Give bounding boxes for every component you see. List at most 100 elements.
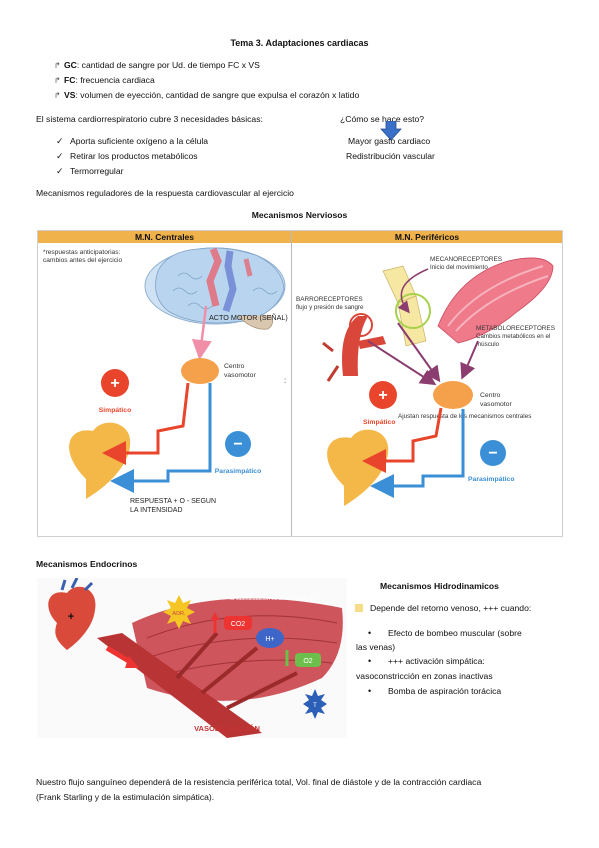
centro-label-line1: Centro	[224, 363, 245, 370]
bullet-icon: •	[368, 656, 372, 666]
centro-vasomotor-node	[181, 358, 219, 384]
baro-line2: flujo y presión de sangre	[296, 304, 364, 311]
arrow-bullet-icon: ↱	[54, 91, 61, 100]
svg-text:+: +	[68, 611, 74, 623]
square-bullet-icon	[355, 604, 363, 612]
parasympathetic-path	[110, 383, 212, 493]
centro-vasomotor-node	[433, 381, 473, 409]
page-title: Tema 3. Adaptaciones cardiacas	[230, 38, 369, 48]
artery-shape	[97, 633, 262, 738]
how-question: ¿Cómo se hace esto?	[340, 114, 425, 124]
svg-text:O2: O2	[303, 658, 312, 665]
nervous-heading: Mecanismos Nerviosos	[251, 210, 348, 220]
respuesta-line1: RESPUESTA + O - SEGUN	[130, 498, 216, 505]
svg-text:H+: H+	[265, 636, 274, 643]
endocrine-figure: + la vasodilatación es el resultado de: …	[37, 578, 347, 738]
hydro-item: •Efecto de bombeo muscular (sobre	[368, 628, 522, 638]
bullet-icon: •	[368, 628, 372, 638]
arrow-bullet-icon: ↱	[54, 76, 61, 85]
muscle-illustration	[437, 257, 554, 344]
brain-illustration	[144, 247, 286, 330]
hydro-intro: Depende del retorno venoso, +++ cuando:	[355, 603, 531, 613]
mecano-line1: MECANORECEPTORES	[430, 256, 502, 263]
nervous-diagram: *respuestas anticipatorias: cambios ante…	[43, 247, 555, 514]
plus-icon	[369, 381, 397, 409]
bullet-icon: •	[368, 686, 372, 696]
check-icon: ✓	[56, 166, 64, 176]
endo-caption: la vasodilatación es el resultado de:	[230, 596, 315, 602]
psimpatico-label: Simpático	[363, 419, 395, 426]
column-divider	[291, 231, 292, 536]
hydro-item-cont: vasoconstricción en zonas inactivas	[356, 671, 493, 681]
central-note-line2: cambios antes del ejercicio	[43, 257, 122, 264]
sympathetic-path	[362, 407, 443, 473]
receptor-arrow	[397, 268, 429, 314]
co2-badge	[224, 616, 252, 630]
central-note-line1: *respuestas anticipatorias:	[43, 249, 121, 256]
svg-text:T: T	[313, 703, 317, 709]
answer-item: Redistribución vascular	[346, 151, 435, 161]
adr-label: ADR.	[172, 611, 186, 617]
svg-text:−: −	[233, 436, 242, 453]
simpatico-label: Simpático	[99, 407, 131, 414]
check-icon: ✓	[56, 151, 64, 161]
vasodilatacion-label: VASODILATACIÓN	[194, 724, 260, 733]
need-item: ✓Termorregular	[56, 166, 124, 176]
sympathetic-path	[102, 382, 190, 465]
need-item: ✓Retirar los productos metabólicos	[56, 151, 198, 161]
definition-vs: ↱VS: volumen de eyección, cantidad de sa…	[54, 90, 360, 100]
colon-mark: :	[284, 376, 286, 385]
minus-icon	[480, 440, 506, 466]
definition-gc: ↱GC: cantidad de sangre por Ud. de tiemp…	[54, 60, 260, 70]
heart-icon	[327, 429, 389, 506]
respuesta-line2: LA INTENSIDAD	[130, 507, 183, 514]
footer-line1: Nuestro flujo sanguíneo dependerá de la …	[36, 777, 482, 787]
nervous-mechanisms-figure: M.N. Centrales M.N. Periféricos *respues…	[37, 230, 563, 537]
signal-arrow	[191, 305, 212, 360]
hydro-item: •+++ activación simpática:	[368, 656, 485, 666]
centro-label-line2: vasomotor	[224, 372, 256, 379]
check-icon: ✓	[56, 136, 64, 146]
svg-text:+: +	[378, 387, 387, 404]
parasympathetic-path	[370, 409, 465, 498]
down-arrow-icon	[380, 121, 402, 141]
svg-text:CO2: CO2	[231, 621, 246, 628]
hydro-heading: Mecanismos Hidrodinamicos	[380, 581, 499, 591]
o2-badge	[295, 653, 321, 667]
pparasimpatico-label: Parasimpático	[468, 476, 514, 483]
receptor-arrow	[460, 340, 479, 380]
footer-line2: (Frank Starling y de la estimulación sim…	[36, 792, 215, 802]
need-item: ✓Aporta suficiente oxígeno a la célula	[56, 136, 209, 146]
acto-motor-label: ACTO MOTOR (SEÑAL)	[209, 313, 288, 322]
endocrine-heading: Mecanismos Endocrinos	[36, 559, 138, 569]
pcentro-label-line1: Centro	[480, 392, 501, 399]
metabo-line3: músculo	[476, 341, 500, 348]
plus-icon	[101, 369, 129, 397]
hydro-item: •Bomba de aspiración torácica	[368, 686, 502, 696]
adrenaline-star-icon	[163, 595, 195, 629]
parasimpatico-label: Parasimpático	[215, 468, 261, 475]
pcentro-label-line2: vasomotor	[480, 401, 512, 408]
central-header: M.N. Centrales	[38, 231, 291, 243]
ajustan-label: Ajustan respuesta de los mecanismos cent…	[398, 413, 531, 420]
svg-text:−: −	[488, 445, 497, 462]
minus-icon	[225, 431, 251, 457]
heart-anatomy-icon: +	[48, 578, 96, 650]
metabo-line1: METABOLORECEPTORES	[476, 325, 555, 332]
mecano-line2: Inicio del movimiento	[430, 264, 488, 271]
baro-line1: BARRORECEPTORES	[296, 296, 363, 303]
mechanisms-intro: Mecanismos reguladores de la respuesta c…	[36, 188, 294, 198]
receptor-arrow	[367, 340, 437, 386]
definition-fc: ↱FC: frecuencia cardiaca	[54, 75, 155, 85]
svg-text:+: +	[110, 375, 119, 392]
answer-item: Mayor gasto cardiaco	[348, 136, 431, 146]
h-badge	[256, 628, 284, 648]
peripheral-header: M.N. Periféricos	[292, 231, 562, 243]
metabo-line2: Cambios metabólicos en el	[476, 333, 550, 340]
temperature-star-icon	[303, 689, 327, 719]
arrow-bullet-icon: ↱	[54, 61, 61, 70]
heart-icon	[69, 422, 131, 499]
receptor-arrow	[397, 322, 441, 383]
needs-intro: El sistema cardiorrespiratorio cubre 3 n…	[36, 114, 263, 124]
hydro-item-cont: las venas)	[356, 642, 396, 652]
